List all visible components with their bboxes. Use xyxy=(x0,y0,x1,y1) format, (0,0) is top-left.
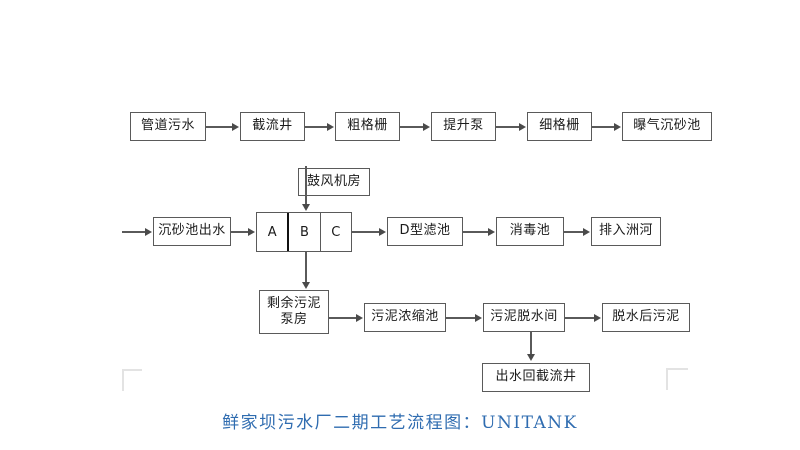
diagram-caption: 鲜家坝污水厂二期工艺流程图：UNITANK xyxy=(222,413,578,433)
unitank-cell-b[interactable]: B xyxy=(287,213,319,251)
node-sludge-dewatering-room[interactable]: 污泥脱水间 xyxy=(483,303,565,332)
arrow-r1-1 xyxy=(232,122,239,131)
connector-r1-1 xyxy=(206,126,233,128)
arrow-r2-inflow xyxy=(145,227,152,236)
connector-unitank-to-sludge-pump xyxy=(305,252,307,284)
node-disinfection-tank[interactable]: 消毒池 xyxy=(496,217,564,246)
node-excess-sludge-pump-house[interactable]: 剩余污泥 泵房 xyxy=(259,290,329,334)
node-blower-room[interactable]: 鼓风机房 xyxy=(298,168,370,196)
arrow-return-down xyxy=(526,354,535,361)
arrow-r1-3 xyxy=(423,122,430,131)
connector-blower-to-unitank xyxy=(305,166,307,206)
node-discharge-to-zhou-river[interactable]: 排入洲河 xyxy=(591,217,661,246)
connector-r1-3 xyxy=(400,126,424,128)
arrow-r2-1 xyxy=(248,227,255,236)
arrow-r2-2 xyxy=(379,227,386,236)
node-sludge-thickener[interactable]: 污泥浓缩池 xyxy=(364,303,446,332)
arrow-r2-4 xyxy=(583,227,590,236)
node-return-water-to-intercepting-well[interactable]: 出水回截流井 xyxy=(482,363,590,392)
connector-r3-3 xyxy=(565,317,595,319)
node-dewatered-sludge[interactable]: 脱水后污泥 xyxy=(602,303,690,332)
connector-r2-3 xyxy=(463,231,489,233)
unitank-cell-c[interactable]: C xyxy=(319,213,351,251)
node-lift-pump[interactable]: 提升泵 xyxy=(431,112,496,141)
node-grit-chamber-effluent[interactable]: 沉砂池出水 xyxy=(153,217,231,246)
arrow-r2-3 xyxy=(488,227,495,236)
arrow-blower-down xyxy=(301,204,310,211)
node-fine-screen[interactable]: 细格栅 xyxy=(527,112,592,141)
connector-dewatering-to-return xyxy=(530,332,532,356)
arrow-sludge-down xyxy=(301,282,310,289)
connector-r3-1 xyxy=(329,317,357,319)
arrow-r1-5 xyxy=(614,122,621,131)
connector-r2-2 xyxy=(352,231,380,233)
connector-r2-4 xyxy=(564,231,584,233)
node-d-type-filter[interactable]: D型滤池 xyxy=(387,217,463,246)
connector-r1-4 xyxy=(496,126,520,128)
arrow-r1-2 xyxy=(327,122,334,131)
registration-corner-mark-left xyxy=(122,369,142,391)
connector-r2-inflow xyxy=(122,231,146,233)
unitank-cell-a[interactable]: A xyxy=(267,224,277,240)
arrow-r3-3 xyxy=(594,313,601,322)
connector-r1-5 xyxy=(592,126,615,128)
node-coarse-screen[interactable]: 粗格栅 xyxy=(335,112,400,141)
registration-corner-mark-right xyxy=(666,368,688,390)
connector-r3-2 xyxy=(446,317,476,319)
connector-r2-1 xyxy=(231,231,249,233)
connector-r1-2 xyxy=(305,126,328,128)
arrow-r1-4 xyxy=(519,122,526,131)
arrow-r3-1 xyxy=(356,313,363,322)
node-intercepting-well[interactable]: 截流井 xyxy=(240,112,305,141)
node-pipe-sewage[interactable]: 管道污水 xyxy=(130,112,206,141)
node-aerated-grit-chamber[interactable]: 曝气沉砂池 xyxy=(622,112,712,141)
arrow-r3-2 xyxy=(475,313,482,322)
node-unitank-reactor[interactable]: A B C xyxy=(256,212,352,252)
